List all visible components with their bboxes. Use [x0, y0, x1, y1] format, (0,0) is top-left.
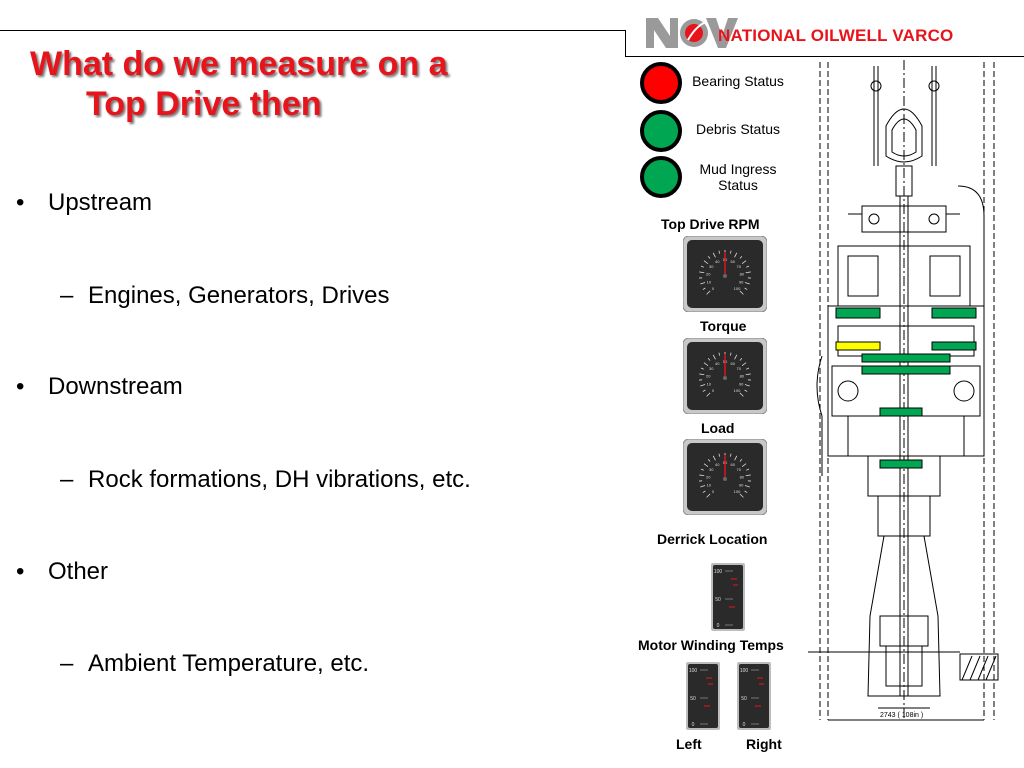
torque-gauge: 0102030405060708090100: [683, 338, 767, 414]
svg-text:10: 10: [707, 381, 712, 386]
svg-text:0: 0: [743, 722, 746, 728]
svg-text:70: 70: [737, 264, 742, 269]
motor-left-label: Left: [676, 736, 702, 752]
svg-text:30: 30: [709, 264, 714, 269]
motor-temp-right-indicator: 100 50 0: [737, 662, 771, 730]
svg-text:80: 80: [740, 271, 745, 276]
svg-text:60: 60: [730, 259, 735, 264]
svg-text:40: 40: [715, 361, 720, 366]
svg-text:30: 30: [709, 366, 714, 371]
svg-text:50: 50: [690, 696, 696, 702]
debris-status-label: Debris Status: [695, 121, 781, 137]
rpm-gauge-label: Top Drive RPM: [661, 216, 760, 232]
title-line-2: Top Drive then: [86, 85, 322, 123]
sub-bullet-marker: –: [60, 466, 74, 493]
motor-right-label: Right: [746, 736, 782, 752]
load-gauge: 0102030405060708090100: [683, 439, 767, 515]
sub-bullet-item: – Ambient Temperature, etc.: [60, 650, 369, 678]
svg-text:0: 0: [712, 286, 715, 291]
svg-text:70: 70: [737, 467, 742, 472]
sub-bullet-text: Ambient Temperature, etc.: [88, 650, 370, 677]
svg-text:10: 10: [707, 279, 712, 284]
sub-bullet-text: Rock formations, DH vibrations, etc.: [88, 466, 471, 493]
svg-text:70: 70: [737, 366, 742, 371]
svg-text:60: 60: [730, 462, 735, 467]
svg-text:100: 100: [714, 569, 723, 575]
svg-text:0: 0: [717, 623, 720, 629]
svg-text:0: 0: [692, 722, 695, 728]
svg-text:100: 100: [734, 388, 741, 393]
slide-title: What do we measure on a Top Drive then: [30, 44, 610, 124]
svg-text:20: 20: [706, 474, 711, 479]
bullet-marker: •: [16, 189, 25, 216]
mud-ingress-status-label: Mud Ingress Status: [699, 161, 777, 193]
debris-status-lamp: [640, 110, 682, 152]
logo-wordmark: NATIONAL OILWELL VARCO: [718, 26, 954, 45]
torque-gauge-label: Torque: [700, 318, 747, 334]
derrick-location-indicator: 100 50 0: [711, 563, 745, 631]
svg-text:90: 90: [739, 482, 744, 487]
bullet-text: Downstream: [48, 373, 183, 400]
sub-bullet-marker: –: [60, 282, 74, 309]
motor-winding-temps-label: Motor Winding Temps: [638, 637, 784, 653]
svg-text:10: 10: [707, 482, 712, 487]
svg-text:80: 80: [740, 474, 745, 479]
bearing-status-lamp: [640, 62, 682, 104]
header-rule-step: [625, 30, 626, 56]
svg-text:50: 50: [715, 597, 721, 603]
bullet-marker: •: [16, 558, 25, 585]
title-line-1: What do we measure on a: [30, 45, 448, 83]
sub-bullet-item: – Engines, Generators, Drives: [60, 282, 390, 310]
top-drive-drawing: [808, 60, 999, 721]
svg-text:100: 100: [734, 489, 741, 494]
bearing-status-label: Bearing Status: [692, 73, 784, 89]
bullet-text: Other: [48, 558, 109, 585]
svg-text:100: 100: [740, 668, 749, 674]
svg-text:0: 0: [712, 388, 715, 393]
svg-text:90: 90: [739, 381, 744, 386]
nov-logo: [646, 18, 738, 48]
header-rule: [0, 30, 625, 31]
mud-ingress-status-lamp: [640, 156, 682, 198]
derrick-location-label: Derrick Location: [657, 531, 768, 547]
rpm-gauge: 0102030405060708090100: [683, 236, 767, 312]
svg-text:30: 30: [709, 467, 714, 472]
bullet-marker: •: [16, 373, 25, 400]
svg-text:50: 50: [741, 696, 747, 702]
svg-text:60: 60: [730, 361, 735, 366]
sub-bullet-marker: –: [60, 650, 74, 677]
sub-bullet-item: – Rock formations, DH vibrations, etc.: [60, 466, 471, 494]
svg-text:40: 40: [715, 462, 720, 467]
nov-logo-mark: [646, 18, 738, 48]
drawing-dimension: 2743 ( 108in ): [880, 712, 924, 719]
motor-temp-left-indicator: 100 50 0: [686, 662, 720, 730]
svg-text:0: 0: [712, 489, 715, 494]
svg-text:80: 80: [740, 373, 745, 378]
sub-bullet-text: Engines, Generators, Drives: [88, 282, 390, 309]
svg-text:100: 100: [734, 286, 741, 291]
header-rule-right: [625, 56, 1024, 57]
svg-text:90: 90: [739, 279, 744, 284]
svg-text:20: 20: [706, 373, 711, 378]
bullet-text: Upstream: [48, 189, 153, 216]
svg-text:40: 40: [715, 259, 720, 264]
svg-text:20: 20: [706, 271, 711, 276]
svg-text:100: 100: [689, 668, 698, 674]
load-gauge-label: Load: [701, 420, 735, 436]
